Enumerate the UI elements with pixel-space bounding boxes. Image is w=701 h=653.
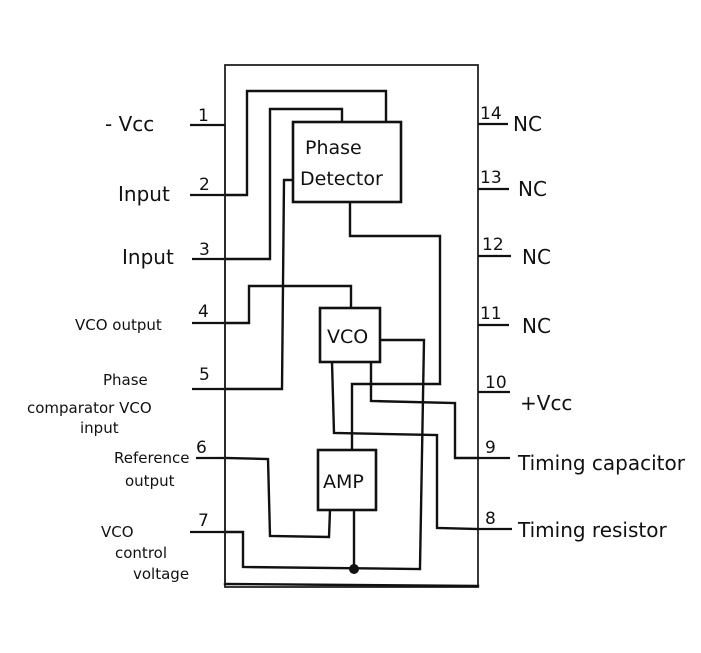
pin-3-label: Input	[122, 245, 174, 269]
pin-2-label: Input	[118, 182, 170, 206]
pin-2-number: 2	[199, 175, 210, 195]
pin-8-number: 8	[485, 509, 496, 529]
internal-wiring	[223, 89, 480, 588]
left-pin-labels: - Vcc Input Input VCO output Phase compa…	[27, 112, 190, 583]
phase-detector-block: Phase Detector	[291, 120, 403, 204]
left-pin-numbers: 1 2 3 4 5 6 7	[196, 106, 210, 531]
pin-6-label-line1: Reference	[114, 449, 190, 467]
pin-12-number: 12	[482, 235, 504, 255]
pin-4-number: 4	[198, 302, 209, 322]
wire-vco-pin8	[330, 360, 480, 531]
right-pin-labels: NC NC NC NC +Vcc Timing capacitor Timing…	[513, 112, 686, 542]
junction-dot	[349, 564, 359, 574]
pin-10-label: +Vcc	[520, 391, 572, 415]
pin-7-label-line3: voltage	[133, 565, 189, 583]
right-pin-numbers: 14 13 12 11 10 9 8	[480, 104, 507, 529]
pin-4-label: VCO output	[75, 316, 162, 334]
wire-pin4-vco	[223, 284, 353, 325]
pin-6-number: 6	[196, 438, 207, 458]
wire-pin2-phase-detector	[223, 89, 388, 197]
pin-5-label-line1: Phase	[103, 371, 148, 389]
vco-block: VCO	[318, 306, 382, 364]
wire-bottom-bus	[223, 582, 480, 588]
wire-pin7-bus	[223, 530, 422, 571]
wire-phase-detector-amp	[348, 201, 442, 452]
right-pin-lines	[478, 122, 512, 531]
pin-13-number: 13	[480, 168, 502, 188]
pin-8-label: Timing resistor	[517, 518, 667, 542]
pin-7-number: 7	[198, 511, 209, 531]
pin-12-label: NC	[522, 245, 551, 269]
vco-label: VCO	[327, 326, 368, 348]
amp-label: AMP	[323, 471, 364, 493]
pin-11-label: NC	[522, 314, 551, 338]
pin-6-label-line2: output	[125, 472, 175, 490]
phase-detector-label-line1: Phase	[305, 137, 362, 159]
pin-1-number: 1	[198, 106, 209, 126]
pin-14-number: 14	[480, 104, 502, 124]
pin-7-label-line1: VCO	[101, 523, 134, 541]
pin-11-number: 11	[480, 304, 502, 324]
pin-5-number: 5	[199, 365, 210, 385]
pin-10-number: 10	[485, 373, 507, 393]
pin-5-label-line2: comparator VCO	[27, 399, 152, 417]
wire-vco-pin9	[369, 360, 480, 460]
pin-1-label: - Vcc	[105, 112, 154, 136]
pin-3-number: 3	[199, 240, 210, 260]
pin-9-number: 9	[485, 438, 496, 458]
pin-9-label: Timing capacitor	[517, 451, 686, 475]
wire-pin3-phase-detector	[223, 107, 344, 261]
left-pin-lines	[190, 123, 225, 534]
wire-pin5-phase-detector	[223, 178, 295, 391]
wire-vco-right	[378, 338, 426, 569]
pin-14-label: NC	[513, 112, 542, 136]
pin-13-label: NC	[518, 177, 547, 201]
wire-pin6-amp	[223, 456, 332, 539]
pin-7-label-line2: control	[115, 544, 167, 562]
phase-detector-label-line2: Detector	[300, 168, 383, 190]
amp-block: AMP	[316, 448, 378, 512]
pin-5-label-line3: input	[80, 419, 119, 437]
